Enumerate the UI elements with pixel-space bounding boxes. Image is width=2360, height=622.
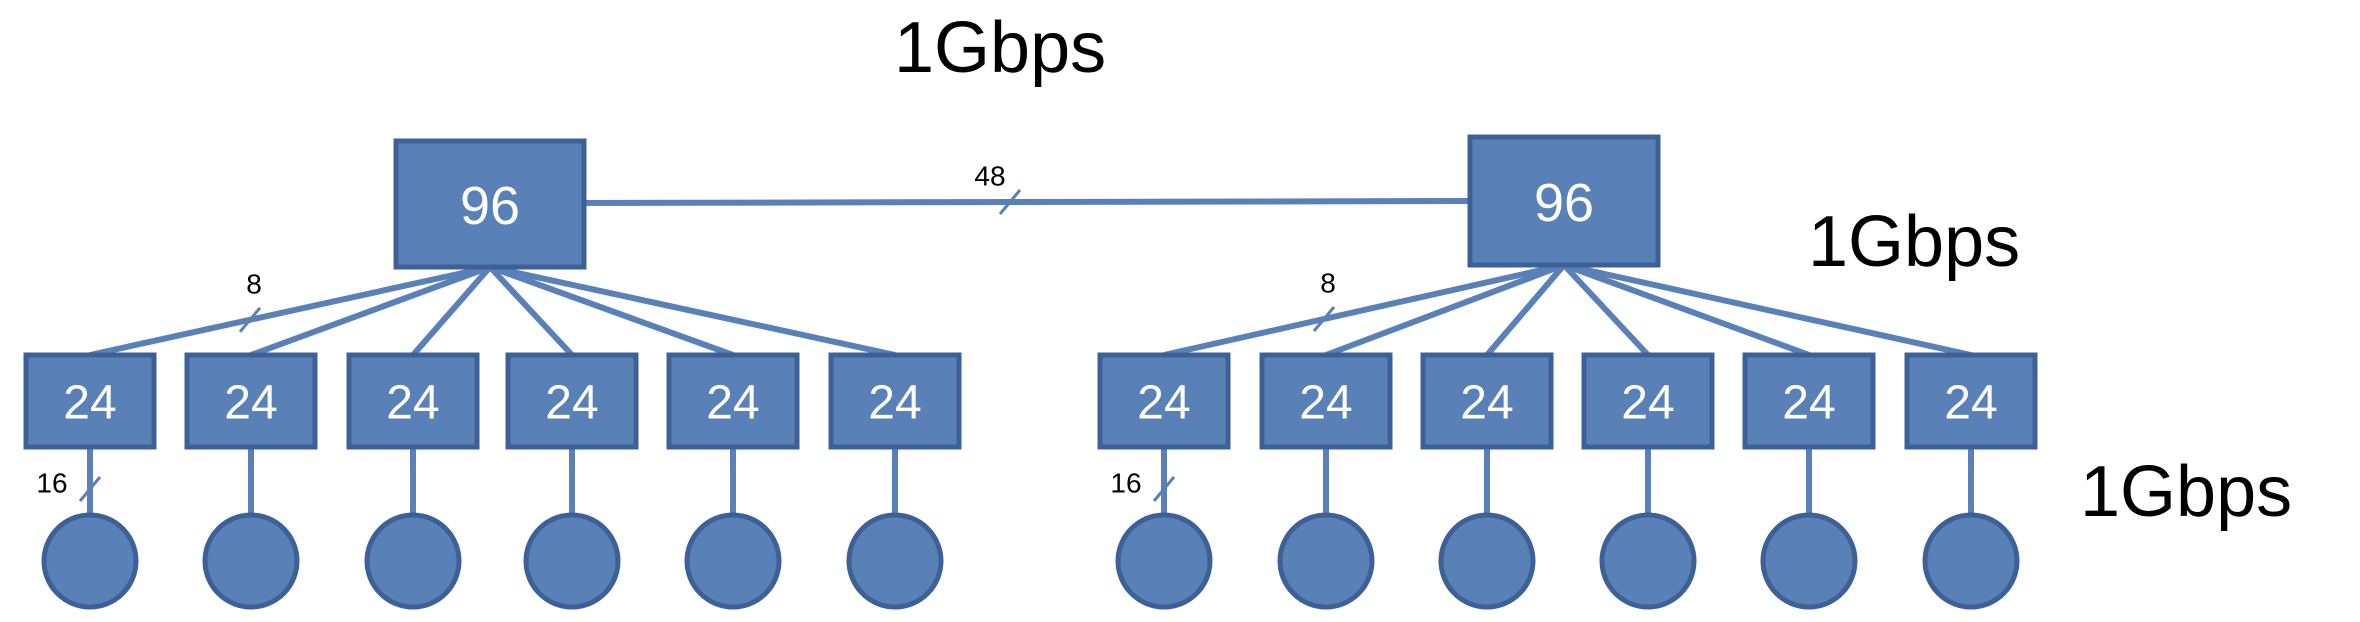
edge-switch-label: 24 bbox=[386, 377, 439, 430]
uplink-link bbox=[1561, 262, 1651, 358]
host-node bbox=[1115, 512, 1213, 610]
core-switch-label: 96 bbox=[1534, 173, 1594, 233]
nodes-layer: 24 24 24 24 24 24 24 24 24 24 24 24 96 96 bbox=[23, 134, 2038, 610]
host-node bbox=[1438, 512, 1536, 610]
host-node bbox=[41, 512, 139, 610]
edge-switch-label: 24 bbox=[868, 377, 921, 430]
uplink-link bbox=[488, 264, 735, 358]
speed-label-aggregation: 1Gbps bbox=[1808, 202, 2020, 282]
edge-switch bbox=[1259, 352, 1393, 450]
core-switch bbox=[1467, 134, 1661, 268]
core-switch-label: 96 bbox=[460, 176, 520, 236]
edge-switch-label: 24 bbox=[706, 377, 759, 430]
uplink-link bbox=[487, 264, 575, 358]
edge-switch bbox=[666, 352, 800, 450]
host-node bbox=[364, 512, 462, 610]
uplink-link bbox=[489, 264, 896, 358]
edge-switch-label: 24 bbox=[224, 377, 277, 430]
uplink-link bbox=[1484, 263, 1567, 357]
edge-switch bbox=[184, 352, 318, 450]
edge-switch bbox=[1581, 352, 1715, 450]
host-node bbox=[1277, 512, 1375, 610]
core-link-tick bbox=[998, 189, 1022, 215]
edge-switch bbox=[1097, 352, 1231, 450]
edge-switch-label: 24 bbox=[1621, 377, 1674, 430]
edge-switch bbox=[505, 352, 639, 450]
links-layer: 48 8 16 8 16 bbox=[36, 161, 1974, 515]
host-node bbox=[202, 512, 300, 610]
edge-switch bbox=[1742, 352, 1876, 450]
uplink-link bbox=[1562, 262, 1811, 358]
host-node bbox=[684, 512, 782, 610]
edge-switch-label: 24 bbox=[545, 377, 598, 430]
edge-switch-label: 24 bbox=[63, 377, 116, 430]
speed-label-hosts: 1Gbps bbox=[2080, 452, 2292, 532]
host-node bbox=[523, 512, 621, 610]
uplink-tick bbox=[238, 306, 262, 333]
edge-switch bbox=[1420, 352, 1554, 450]
uplink-link bbox=[1563, 262, 1972, 358]
host-link-port-label: 16 bbox=[1110, 468, 1141, 499]
host-node bbox=[1922, 512, 2020, 610]
uplink-port-label: 8 bbox=[1320, 268, 1336, 299]
core-link-port-label: 48 bbox=[974, 161, 1005, 192]
uplink-link bbox=[249, 264, 492, 358]
edge-switch-label: 24 bbox=[1460, 377, 1513, 430]
edge-switch bbox=[1904, 352, 2038, 450]
uplink-link bbox=[1163, 262, 1565, 358]
host-node bbox=[1599, 512, 1697, 610]
host-link-port-label: 16 bbox=[36, 468, 67, 499]
edge-switch-label: 24 bbox=[1944, 377, 1997, 430]
edge-switch-label: 24 bbox=[1299, 377, 1352, 430]
edge-switch-label: 24 bbox=[1137, 377, 1190, 430]
uplink-tick bbox=[1312, 306, 1336, 332]
host-link-tick bbox=[1152, 476, 1176, 502]
uplink-link bbox=[89, 264, 491, 358]
core-switch bbox=[393, 138, 587, 270]
edge-switch-label: 24 bbox=[1782, 377, 1835, 430]
host-node bbox=[846, 512, 944, 610]
host-link-tick bbox=[78, 476, 102, 502]
uplink-link bbox=[410, 265, 493, 357]
uplink-link bbox=[1324, 262, 1566, 358]
edge-switch bbox=[346, 352, 480, 450]
uplink-port-label: 8 bbox=[246, 268, 262, 299]
speed-label-core: 1Gbps bbox=[894, 8, 1106, 88]
edge-switch bbox=[23, 352, 157, 450]
host-node bbox=[1760, 512, 1858, 610]
core-link bbox=[583, 198, 1471, 206]
edge-switch bbox=[828, 352, 962, 450]
labels-layer: 1Gbps 1Gbps 1Gbps bbox=[894, 8, 2292, 532]
